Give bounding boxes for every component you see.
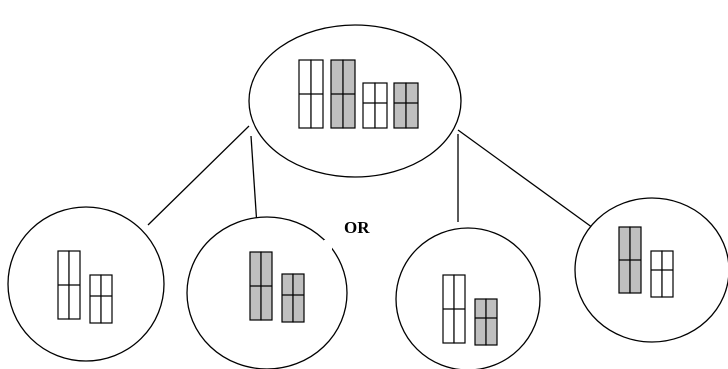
chromosome-light-long [57, 250, 81, 320]
chromosome-dark-short [393, 82, 419, 129]
chromosome-dark-short [474, 298, 498, 346]
daughter-cell-1-membrane [7, 206, 165, 362]
parent-cell [248, 24, 462, 178]
daughter-cell-1 [7, 206, 165, 362]
connector-line-4 [457, 129, 601, 234]
chromosome-light-long [442, 274, 466, 344]
connector-line-1 [147, 125, 250, 226]
chromosome-dark-long [330, 59, 356, 129]
chromosome-dark-short [281, 273, 305, 323]
connector-line-2 [250, 135, 258, 227]
or-label: OR [344, 218, 370, 237]
chromosome-dark-long [618, 226, 642, 294]
chromosome-light-short [650, 250, 674, 298]
daughter-cell-4 [574, 197, 728, 343]
daughter-cell-3 [395, 227, 541, 369]
daughter-cell-3-membrane [395, 227, 541, 369]
chromosome-dark-long [249, 251, 273, 321]
daughter-cell-2 [186, 216, 348, 369]
chromosome-light-short [362, 82, 388, 129]
membrane-gap [324, 240, 332, 262]
chromosome-light-short [89, 274, 113, 324]
chromosome-light-long [298, 59, 324, 129]
